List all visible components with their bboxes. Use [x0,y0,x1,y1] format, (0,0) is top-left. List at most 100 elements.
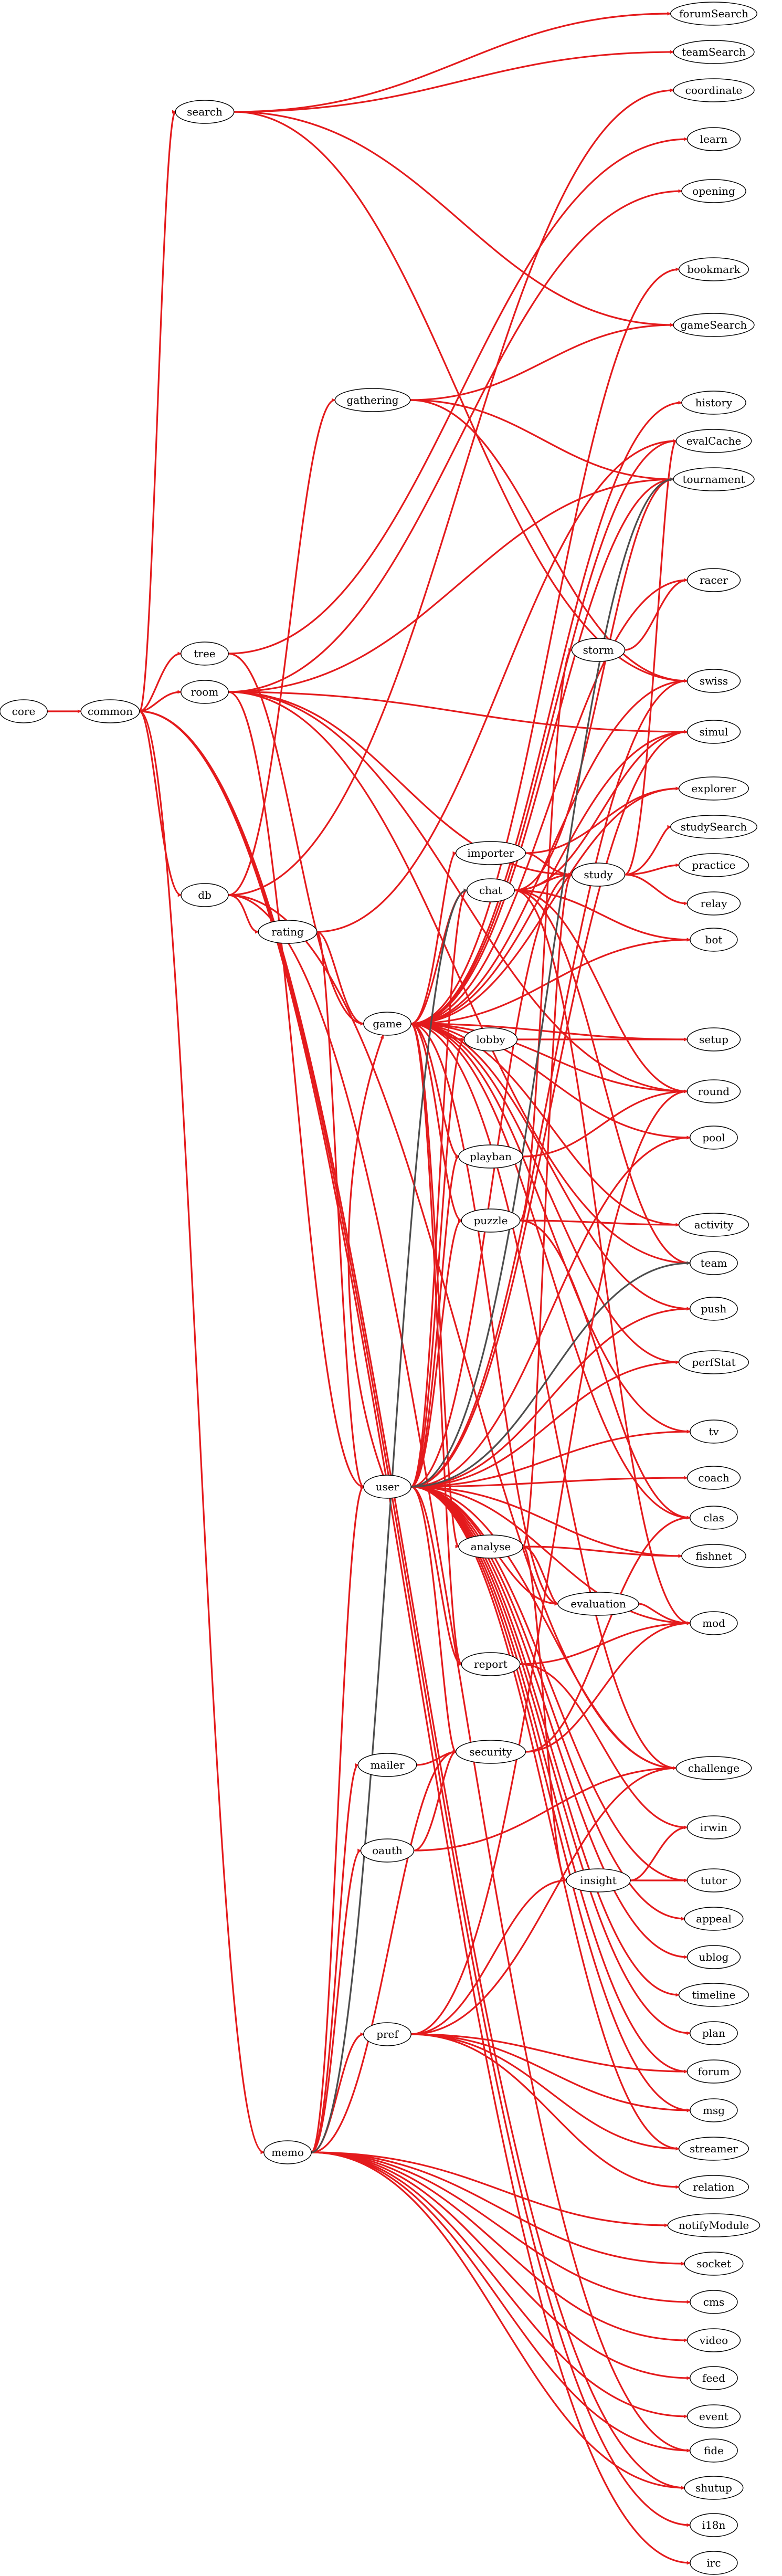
node-shape [690,1251,738,1275]
node-bot: bot [690,928,738,952]
edge-study-to-studySearch [624,825,672,876]
node-push: push [690,1297,738,1321]
node-shape [686,127,741,151]
edge-path [410,439,677,1025]
edge-rating-to-evalCache [316,439,677,933]
edge-path [310,1485,365,2153]
edge-path [513,730,689,891]
node-label: playban [470,1150,512,1163]
node-user: user [363,1475,411,1499]
node-tournament: tournament [673,467,755,491]
node-coordinate: coordinate [673,78,755,102]
edge-path [233,50,674,113]
node-shape [690,2098,738,2122]
node-fide: fide [690,2438,738,2463]
edge-path [227,691,365,1489]
edge-path [233,111,689,683]
node-socket: socket [684,2252,744,2276]
edge-path [522,1545,683,1558]
edge-game-to-challenge [410,1023,677,1770]
edge-db-to-rating [227,894,259,934]
node-feed: feed [690,2366,738,2390]
edge-path [227,653,365,1026]
edge-analyse-to-fishnet [522,1545,683,1558]
edge-path [139,651,182,712]
edge-path [410,1023,559,1606]
edge-path [410,1486,691,1625]
edge-path [410,1023,691,1311]
edge-game-to-tv [410,1023,691,1434]
edge-memo-to-user [310,1485,365,2153]
node-label: relay [700,897,727,910]
node-shape [363,1012,411,1036]
node-shape [557,1592,639,1616]
node-gathering: gathering [334,388,411,412]
node-shape [455,841,526,865]
node-relay: relay [686,891,741,916]
edge-common-to-db [139,710,182,897]
edge-room-to-round [227,691,689,1094]
node-notifyModule: notifyModule [667,2213,760,2237]
node-shape [690,1297,738,1321]
edge-storm-to-racer [624,578,689,651]
node-evaluation: evaluation [557,1592,639,1616]
edge-memo-to-oauth [310,1848,362,2153]
node-shape [467,878,515,902]
node-label: coach [698,1471,729,1484]
node-label: fishnet [695,1550,732,1562]
edge-path [524,786,680,854]
node-label: activity [694,1218,734,1231]
node-game: game [363,1012,411,1036]
edge-game-to-playban [410,1023,460,1159]
edge-user-to-lobby [410,1037,466,1488]
edge-path [410,1261,691,1488]
node-cms: cms [690,2290,738,2314]
node-shape [690,2551,738,2575]
edge-path [410,1023,691,1520]
edge-path [410,1486,689,2074]
node-opening: opening [681,179,746,203]
node-shape [357,1753,417,1777]
edge-path [227,894,691,2453]
node-label: user [376,1480,399,1493]
node-shape [686,1945,741,1969]
node-label: common [88,705,133,718]
node-shape [175,100,235,124]
node-label: security [469,1746,512,1758]
edge-path [310,2151,691,2304]
node-label: shutup [695,2482,732,2494]
edge-path [227,398,336,896]
edge-pref-to-insight [410,1878,567,2035]
edge-path [410,872,573,1488]
node-tree: tree [181,642,229,666]
edge-path [522,1545,559,1606]
edge-memo-to-event [310,2151,689,2419]
edge-study-to-practice [624,863,680,876]
edge-path [227,691,689,1094]
edge-db-to-fide [227,894,691,2453]
edge-search-to-forumSearch [233,12,672,113]
edge-user-to-push [410,1307,691,1488]
edge-search-to-teamSearch [233,50,674,113]
node-fishnet: fishnet [681,1544,746,1568]
node-round: round [686,1079,741,1103]
node-learn: learn [686,127,741,151]
edge-rating-to-game [316,931,365,1026]
edge-path [410,1486,677,1770]
node-setup: setup [686,1027,741,1052]
edge-path [524,1621,691,1753]
node-label: memo [271,2146,304,2159]
node-mailer: mailer [357,1753,417,1777]
node-db: db [181,883,229,907]
edge-path [410,1878,567,2035]
edge-game-to-perfStat [410,1023,680,1364]
edge-path [410,888,468,1025]
node-label: feed [702,2372,725,2384]
edge-rating-to-user [316,931,365,1489]
edge-game-to-clas [410,1023,691,1520]
node-coach: coach [686,1466,741,1490]
node-label: timeline [692,1989,736,2001]
edge-common-to-tree [139,651,182,712]
node-label: chat [479,884,502,897]
node-label: study [584,868,613,881]
